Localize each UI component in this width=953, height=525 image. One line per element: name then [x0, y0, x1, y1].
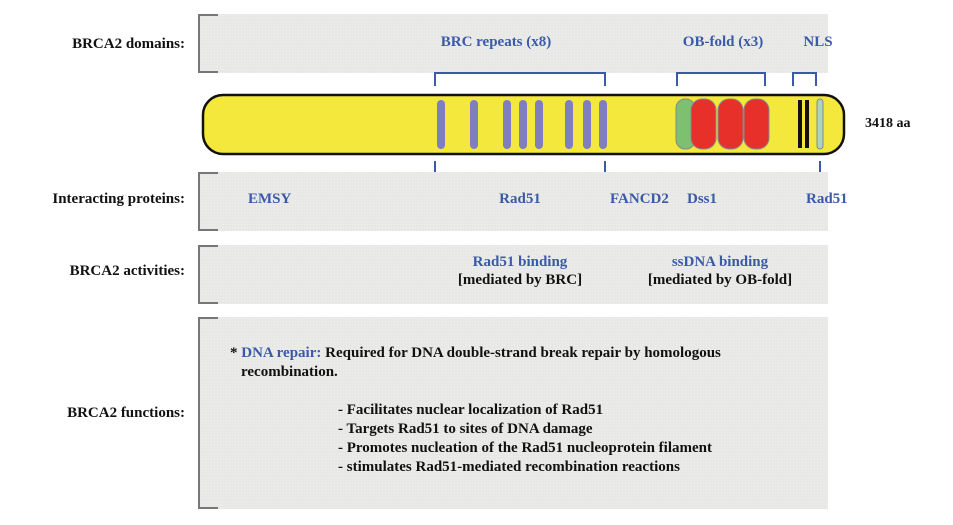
- nls-bar-2: [805, 100, 809, 148]
- functions-row-label: BRCA2 functions:: [67, 405, 185, 421]
- protein-fancd2: FANCD2: [610, 191, 669, 207]
- brc-repeats: [437, 100, 607, 149]
- protein-emsy: EMSY: [248, 191, 292, 207]
- function-item: - Promotes nucleation of the Rad51 nucle…: [338, 440, 712, 456]
- protein-dss1: Dss1: [687, 191, 718, 207]
- ob-fold-1: [690, 98, 717, 150]
- functions-panel: * DNA repair: Required for DNA double-st…: [198, 317, 828, 509]
- ob-fold-3: [743, 98, 770, 150]
- protein-length-label: 3418 aa: [865, 116, 911, 131]
- function-dna-repair: * DNA repair: Required for DNA double-st…: [230, 345, 721, 362]
- panel-bracket: [198, 172, 218, 231]
- panel-bracket: [198, 14, 218, 73]
- nls-top-bracket: [792, 72, 817, 86]
- brc-repeat-1: [437, 100, 445, 149]
- brc-repeat-2: [470, 100, 478, 149]
- activity-rad51-mediated: [mediated by BRC]: [457, 272, 583, 288]
- panel-bracket: [198, 245, 218, 304]
- brc-repeats-label: BRC repeats (x8): [440, 34, 552, 50]
- function-item: - Targets Rad51 to sites of DNA damage: [338, 421, 593, 437]
- function-heading: DNA repair:: [241, 345, 322, 361]
- activities-panel: Rad51 binding [mediated by BRC] ssDNA bi…: [198, 245, 828, 304]
- protein-diagram: [201, 72, 846, 175]
- brc-repeat-3: [503, 100, 511, 149]
- activity-rad51-binding: Rad51 binding: [472, 254, 568, 270]
- ob-fold-label: OB-fold (x3): [682, 34, 764, 50]
- brc-repeat-5: [535, 100, 543, 149]
- nls-c-terminal-domain: [816, 98, 824, 150]
- function-line-2: recombination.: [241, 364, 338, 380]
- activity-ssdna-mediated: [mediated by OB-fold]: [647, 272, 793, 288]
- brc-repeat-4: [519, 100, 527, 149]
- nls-label: NLS: [803, 34, 833, 50]
- brc-repeat-7: [583, 100, 591, 149]
- domains-row-label: BRCA2 domains:: [72, 36, 185, 52]
- brc-repeat-8: [599, 100, 607, 149]
- activity-ssdna-binding: ssDNA binding: [671, 254, 769, 270]
- panel-bracket: [198, 317, 218, 509]
- bullet-asterisk: *: [230, 345, 238, 361]
- function-item: - stimulates Rad51-mediated recombinatio…: [338, 459, 680, 475]
- protein-rad51-brc: Rad51: [499, 191, 541, 207]
- function-line-1: Required for DNA double-strand break rep…: [325, 345, 721, 361]
- protein-rad51-cterm: Rad51: [806, 191, 848, 207]
- brc-repeat-6: [565, 100, 573, 149]
- brc-top-bracket: [434, 72, 606, 86]
- function-item: - Facilitates nuclear localization of Ra…: [338, 402, 604, 418]
- ob-fold-2: [717, 98, 744, 150]
- interacting-panel: EMSY Rad51 FANCD2 Dss1 Rad51: [198, 172, 848, 231]
- nls-bar-1: [798, 100, 802, 148]
- activities-row-label: BRCA2 activities:: [69, 263, 185, 279]
- domains-panel: BRC repeats (x8) OB-fold (x3) NLS: [198, 14, 833, 73]
- interacting-row-label: Interacting proteins:: [52, 191, 185, 207]
- obfold-top-bracket: [676, 72, 766, 86]
